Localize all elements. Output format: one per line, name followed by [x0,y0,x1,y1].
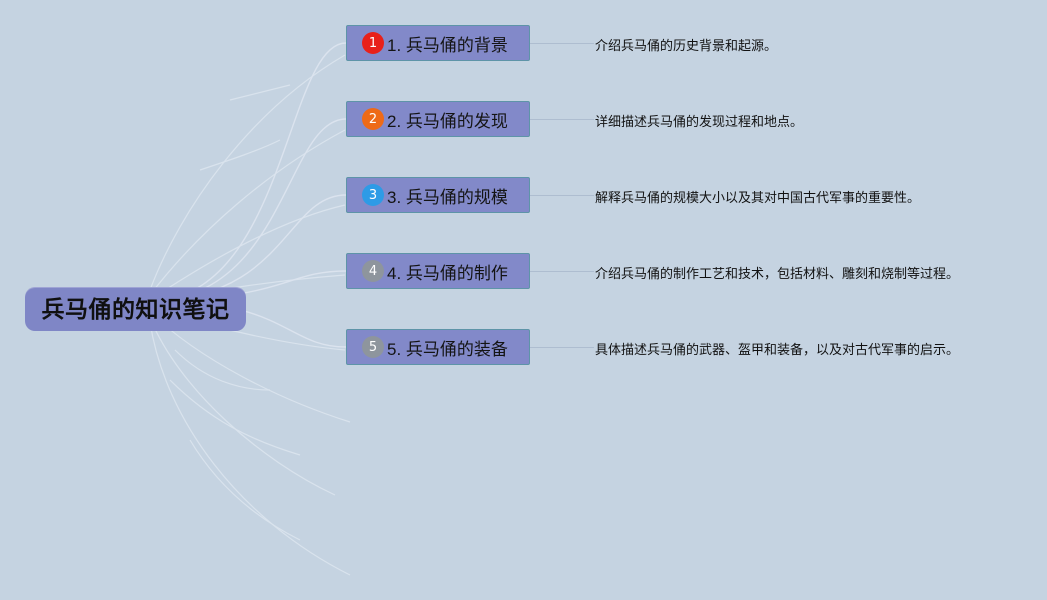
number-badge-icon: 5 [362,336,384,358]
badge-number: 1 [368,35,378,51]
root-topic-label: 兵马俑的知识笔记 [41,296,230,322]
badge-number: 4 [368,263,378,279]
topic-node-5[interactable]: 5 5. 兵马俑的装备 [346,329,530,365]
number-badge-icon: 2 [362,108,384,130]
branch-line-1 [149,42,347,302]
topic-description: 介绍兵马俑的历史背景和起源。 [595,38,778,53]
topic-connector-line [530,119,594,120]
topic-node-1[interactable]: 1 1. 兵马俑的背景 [346,25,530,61]
topic-node-3[interactable]: 3 3. 兵马俑的规模 [346,177,530,213]
topic-description: 介绍兵马俑的制作工艺和技术，包括材料、雕刻和烧制等过程。 [595,266,960,281]
topic-label: 3. 兵马俑的规模 [387,187,508,207]
topic-label: 2. 兵马俑的发现 [387,111,508,131]
topic-connector-line [530,347,594,348]
topic-connector-line [530,195,594,196]
number-badge-icon: 3 [362,184,384,206]
topic-node-4[interactable]: 4 4. 兵马俑的制作 [346,253,530,289]
topic-label: 5. 兵马俑的装备 [387,339,508,359]
number-badge-icon: 1 [362,32,384,54]
badge-number: 5 [368,339,378,355]
badge-number: 3 [368,187,378,203]
number-badge-icon: 4 [362,260,384,282]
badge-number: 2 [368,111,378,127]
topic-description: 具体描述兵马俑的武器、盔甲和装备，以及对古代军事的启示。 [595,342,960,357]
topic-connector-line [530,43,594,44]
topic-connector-line [530,271,594,272]
topic-description: 详细描述兵马俑的发现过程和地点。 [595,114,804,129]
topic-node-2[interactable]: 2 2. 兵马俑的发现 [346,101,530,137]
root-topic-node[interactable]: 兵马俑的知识笔记 [25,287,246,331]
topic-label: 4. 兵马俑的制作 [387,263,508,283]
topic-description: 解释兵马俑的规模大小以及其对中国古代军事的重要性。 [595,190,921,205]
topic-label: 1. 兵马俑的背景 [387,35,508,55]
